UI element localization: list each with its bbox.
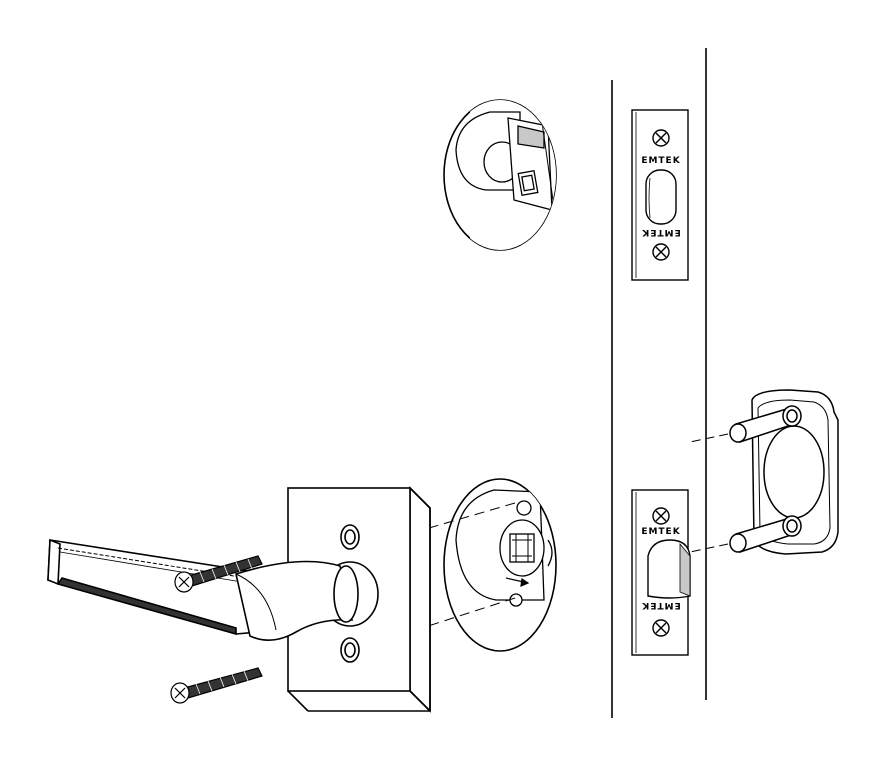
direction-arrow-icon <box>505 577 530 587</box>
mounting-screw-top <box>174 555 263 593</box>
strike-plate-brand-bottom: EMTEK <box>641 227 680 237</box>
detail-circle-top <box>443 99 557 251</box>
phillips-screw-icon <box>652 129 670 147</box>
phillips-screw-icon <box>174 571 194 593</box>
phillips-screw-icon <box>170 682 190 704</box>
back-rose <box>729 389 839 555</box>
latch-plate-brand-top: EMTEK <box>641 527 680 537</box>
latch-plate <box>631 489 691 656</box>
latch-plate-brand-bottom: EMTEK <box>641 600 680 610</box>
latch-bolt <box>647 539 691 599</box>
mounting-post-bottom <box>729 515 802 553</box>
lever-neck <box>235 560 354 641</box>
door-edge <box>611 48 707 718</box>
strike-plate <box>631 109 689 281</box>
strike-latch-hole <box>645 169 677 225</box>
detail-circle-bottom <box>443 478 557 652</box>
mounting-post-top <box>729 405 802 443</box>
phillips-screw-icon <box>652 507 670 525</box>
lever-handle <box>47 538 359 641</box>
back-rose-bore <box>763 425 825 519</box>
mounting-screw-bottom <box>170 667 263 704</box>
strike-plate-brand-top: EMTEK <box>641 156 680 166</box>
phillips-screw-icon <box>652 619 670 637</box>
alignment-lines-right <box>689 433 729 553</box>
phillips-screw-icon <box>652 243 670 261</box>
lever-shank <box>333 565 359 623</box>
